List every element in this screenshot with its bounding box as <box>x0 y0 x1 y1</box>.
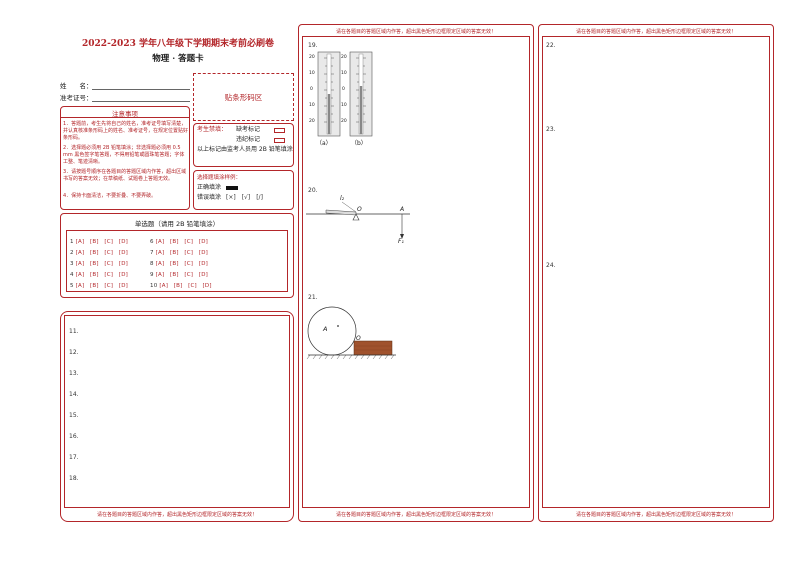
area-warning: 请在各题目的答题区域内作答，超出黑色矩形边框限定区域的答案无效！ <box>96 512 257 518</box>
ball-label-a: A <box>323 325 328 333</box>
label-o: O <box>357 206 362 213</box>
notice-item-4: 4．保持卡面清洁，不要折叠、不要弄破。 <box>63 193 157 199</box>
question-23-number: 23. <box>546 126 556 133</box>
id-field[interactable] <box>92 101 190 102</box>
tick-label: 10 <box>341 71 347 76</box>
question-number: 18. <box>69 475 79 482</box>
fill-example-box <box>193 170 294 210</box>
name-label: 姓 名： <box>60 82 93 90</box>
thermometer-a-caption: （a） <box>316 140 332 147</box>
label-l2: l₂ <box>340 195 345 202</box>
notice-item-3: 3．请按题号顺序在各题目的答题区域内作答，超出区域书写的答案无效；在草稿纸、试题… <box>63 169 187 182</box>
id-label: 准考证号： <box>60 94 93 102</box>
tick-label: 20 <box>341 55 347 60</box>
exam-status-label: 考生禁填： <box>197 126 228 133</box>
tick-label: 10 <box>309 71 315 76</box>
mc-row[interactable]: 8[A] [B] [C] [D] <box>150 261 208 267</box>
wrong-fill-label: 错误填涂 <box>197 194 222 201</box>
violation-checkbox[interactable] <box>274 138 285 143</box>
area-warning: 请在各题目的答题区域内作答，超出黑色矩形边框限定区域的答案无效！ <box>335 512 496 518</box>
fill-in-inner <box>64 315 290 508</box>
wrong-fill-marks: [×] [√] [/] <box>226 194 263 201</box>
exam-subtitle: 物理 · 答题卡 <box>152 54 204 64</box>
tick-label: 20 <box>309 119 315 124</box>
ball-label-o: O <box>356 335 361 342</box>
mc-row[interactable]: 1[A] [B] [C] [D] <box>70 239 128 245</box>
barcode-area <box>193 73 294 121</box>
barcode-label: 贴条形码区 <box>224 93 263 102</box>
mc-row[interactable]: 10[A] [B] [C] [D] <box>150 283 212 289</box>
notice-title: 注意事项 <box>112 110 138 118</box>
label-f1: F₁ <box>398 238 404 245</box>
question-21-number: 21. <box>308 294 318 301</box>
ball-block-figure <box>306 306 396 360</box>
question-number: 17. <box>69 454 79 461</box>
question-number: 11. <box>69 328 79 335</box>
question-number: 12. <box>69 349 79 356</box>
middle-inner <box>302 36 530 508</box>
thermometer-b-caption: （b） <box>351 140 367 147</box>
question-24-number: 24. <box>546 262 556 269</box>
question-number: 13. <box>69 370 79 377</box>
thermometers-figure <box>317 51 373 137</box>
mc-row[interactable]: 3[A] [B] [C] [D] <box>70 261 128 267</box>
name-field[interactable] <box>92 89 190 90</box>
tick-label: 10 <box>341 103 347 108</box>
question-22-number: 22. <box>546 42 556 49</box>
mc-row[interactable]: 5[A] [B] [C] [D] <box>70 283 128 289</box>
fill-example-title: 选择题填涂样例： <box>197 175 242 181</box>
right-inner <box>542 36 770 508</box>
correct-fill-mark <box>226 186 238 190</box>
tick-label: 10 <box>309 103 315 108</box>
exam-status-box <box>193 123 294 167</box>
question-number: 15. <box>69 412 79 419</box>
tick-label: 0 <box>342 87 345 92</box>
notice-title-bar <box>61 107 189 118</box>
exam-title: 2022-2023 学年八年级下学期期末考前必刷卷 <box>82 39 274 49</box>
notice-item-1: 1．答题前，考生先将自己的姓名，准考证号填写清楚，并认真核准条形码上的姓名、准考… <box>63 121 189 141</box>
question-number: 14. <box>69 391 79 398</box>
mc-box <box>60 213 294 298</box>
question-19-number: 19. <box>308 42 318 49</box>
question-number: 16. <box>69 433 79 440</box>
area-warning: 请在各题目的答题区域内作答，超出黑色矩形边框限定区域的答案无效！ <box>575 29 736 35</box>
label-a: A <box>400 206 405 213</box>
middle-answer-box[interactable] <box>298 24 534 522</box>
question-20-number: 20. <box>308 187 318 194</box>
tick-label: 20 <box>341 119 347 124</box>
notice-item-2: 2．选择题必须用 2B 铅笔填涂；非选择题必须用 0.5 mm 黑色签字笔答题，… <box>63 145 185 165</box>
absent-label: 缺考标记 <box>236 126 261 133</box>
fill-in-box[interactable] <box>60 311 294 522</box>
mc-row[interactable]: 9[A] [B] [C] [D] <box>150 272 208 278</box>
area-warning: 请在各题目的答题区域内作答，超出黑色矩形边框限定区域的答案无效！ <box>335 29 496 35</box>
mc-inner-box <box>66 230 288 292</box>
status-note: 以上标记由监考人员用 2B 铅笔填涂 <box>197 146 293 153</box>
mc-row[interactable]: 4[A] [B] [C] [D] <box>70 272 128 278</box>
notice-box <box>60 106 190 210</box>
tick-label: 20 <box>309 55 315 60</box>
thermometer-a <box>317 51 341 137</box>
thermometer-b <box>349 51 373 137</box>
right-answer-box[interactable] <box>538 24 774 522</box>
lever-figure <box>306 201 410 239</box>
absent-checkbox[interactable] <box>274 128 285 133</box>
mc-row[interactable]: 6[A] [B] [C] [D] <box>150 239 208 245</box>
correct-fill-label: 正确填涂 <box>197 184 222 191</box>
tick-label: 0 <box>310 87 313 92</box>
mc-title: 单选题（请用 2B 铅笔填涂） <box>134 220 220 228</box>
violation-label: 违纪标记 <box>236 136 261 143</box>
mc-row[interactable]: 2[A] [B] [C] [D] <box>70 250 128 256</box>
mc-row[interactable]: 7[A] [B] [C] [D] <box>150 250 208 256</box>
area-warning: 请在各题目的答题区域内作答，超出黑色矩形边框限定区域的答案无效！ <box>575 512 736 518</box>
